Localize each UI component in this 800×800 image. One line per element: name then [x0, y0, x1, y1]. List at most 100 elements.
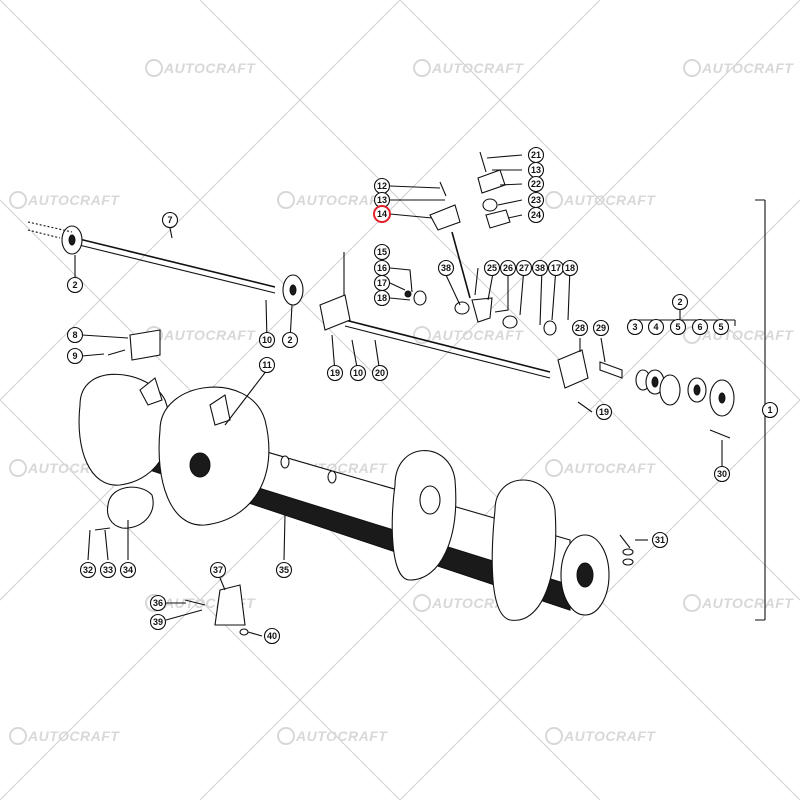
- svg-text:35: 35: [279, 565, 289, 575]
- svg-text:AUTOCRAFT: AUTOCRAFT: [701, 60, 794, 76]
- svg-text:20: 20: [375, 368, 385, 378]
- callout-19: 19: [595, 403, 613, 421]
- callout-3: 3: [626, 318, 644, 336]
- svg-text:38: 38: [441, 263, 451, 273]
- auger-hole: [419, 485, 441, 515]
- lower-shaft: [319, 294, 623, 389]
- callout-6: 6: [691, 318, 709, 336]
- auger-assembly: [78, 373, 610, 621]
- callout-38: 38: [531, 259, 549, 277]
- svg-text:30: 30: [717, 469, 727, 479]
- auger-flight: [391, 450, 457, 581]
- auger-hole: [189, 452, 211, 478]
- watermark-logo: AUTOCRAFT: [9, 727, 120, 745]
- sleeve: [599, 361, 623, 379]
- bearing-stack: [635, 369, 735, 417]
- watermark-logo: AUTOCRAFT: [545, 459, 656, 477]
- callout-1: 1: [761, 401, 779, 419]
- bushing: [413, 290, 427, 306]
- svg-text:3: 3: [632, 322, 637, 332]
- auger-right-hub: [576, 562, 594, 588]
- svg-text:4: 4: [653, 322, 658, 332]
- auger-flap: [139, 377, 163, 406]
- svg-text:27: 27: [519, 263, 529, 273]
- watermark-logo: AUTOCRAFT: [683, 59, 794, 77]
- svg-text:AUTOCRAFT: AUTOCRAFT: [563, 460, 656, 476]
- callout-27: 27: [515, 259, 533, 277]
- callout-8: 8: [66, 326, 84, 344]
- bolt: [479, 151, 487, 173]
- bushing: [543, 320, 557, 336]
- svg-text:18: 18: [565, 263, 575, 273]
- callout-32: 32: [79, 561, 97, 579]
- svg-text:AUTOCRAFT: AUTOCRAFT: [27, 192, 120, 208]
- callout-21: 21: [527, 146, 545, 164]
- svg-text:18: 18: [377, 293, 387, 303]
- svg-text:2: 2: [677, 297, 682, 307]
- bushing: [404, 290, 412, 298]
- svg-text:5: 5: [718, 322, 723, 332]
- callout-20: 20: [371, 364, 389, 382]
- svg-text:AUTOCRAFT: AUTOCRAFT: [563, 192, 656, 208]
- svg-text:22: 22: [531, 179, 541, 189]
- callout-34: 34: [119, 561, 137, 579]
- svg-text:14: 14: [377, 209, 387, 219]
- callout-18: 18: [373, 289, 391, 307]
- svg-text:34: 34: [123, 565, 133, 575]
- svg-text:12: 12: [377, 181, 387, 191]
- arm: [471, 297, 493, 323]
- bracket: [319, 294, 351, 331]
- callout-31: 31: [651, 531, 669, 549]
- bushing: [454, 301, 470, 315]
- svg-text:13: 13: [377, 195, 387, 205]
- plate: [485, 209, 511, 229]
- svg-text:10: 10: [353, 368, 363, 378]
- svg-text:23: 23: [531, 195, 541, 205]
- callout-29: 29: [592, 319, 610, 337]
- callout-5: 5: [669, 318, 687, 336]
- callout-33: 33: [99, 561, 117, 579]
- svg-text:39: 39: [153, 617, 163, 627]
- svg-text:26: 26: [503, 263, 513, 273]
- watermark-logo: AUTOCRAFT: [145, 59, 256, 77]
- callouts: 1 2 2 2 3 4 5 5 6 7 8 9 10 10 11 12 13 1…: [66, 146, 779, 645]
- callout-22: 22: [527, 175, 545, 193]
- svg-text:38: 38: [535, 263, 545, 273]
- callout-10: 10: [349, 364, 367, 382]
- callout-38: 38: [437, 259, 455, 277]
- svg-text:21: 21: [531, 150, 541, 160]
- callout-35: 35: [275, 561, 293, 579]
- callout-25: 25: [483, 259, 501, 277]
- svg-text:7: 7: [167, 215, 172, 225]
- svg-text:AUTOCRAFT: AUTOCRAFT: [295, 192, 388, 208]
- callout-14-highlighted: 14: [373, 205, 391, 223]
- callout-17: 17: [373, 274, 391, 292]
- plate: [129, 329, 161, 361]
- bushing: [482, 198, 498, 212]
- linkage-parts: [404, 151, 557, 336]
- svg-text:AUTOCRAFT: AUTOCRAFT: [163, 60, 256, 76]
- watermark-logo: AUTOCRAFT: [277, 191, 388, 209]
- svg-text:AUTOCRAFT: AUTOCRAFT: [431, 60, 524, 76]
- callout-36: 36: [149, 594, 167, 612]
- watermark-logo: AUTOCRAFT: [413, 326, 524, 344]
- callout-17: 17: [547, 259, 565, 277]
- callout-15: 15: [373, 243, 391, 261]
- svg-text:AUTOCRAFT: AUTOCRAFT: [295, 728, 388, 744]
- watermark-logo: AUTOCRAFT: [683, 594, 794, 612]
- watermark-logo: AUTOCRAFT: [9, 191, 120, 209]
- callout-40: 40: [263, 627, 281, 645]
- callout-24: 24: [527, 206, 545, 224]
- auger-hole: [280, 455, 290, 469]
- svg-text:40: 40: [267, 631, 277, 641]
- small-hardware: [94, 329, 731, 636]
- svg-text:9: 9: [72, 351, 77, 361]
- svg-text:2: 2: [287, 335, 292, 345]
- rod: [451, 231, 471, 299]
- callout-39: 39: [149, 613, 167, 631]
- callout-12: 12: [373, 177, 391, 195]
- svg-text:16: 16: [377, 263, 387, 273]
- callout-2: 2: [66, 276, 84, 294]
- callout-16: 16: [373, 259, 391, 277]
- callout-28: 28: [571, 319, 589, 337]
